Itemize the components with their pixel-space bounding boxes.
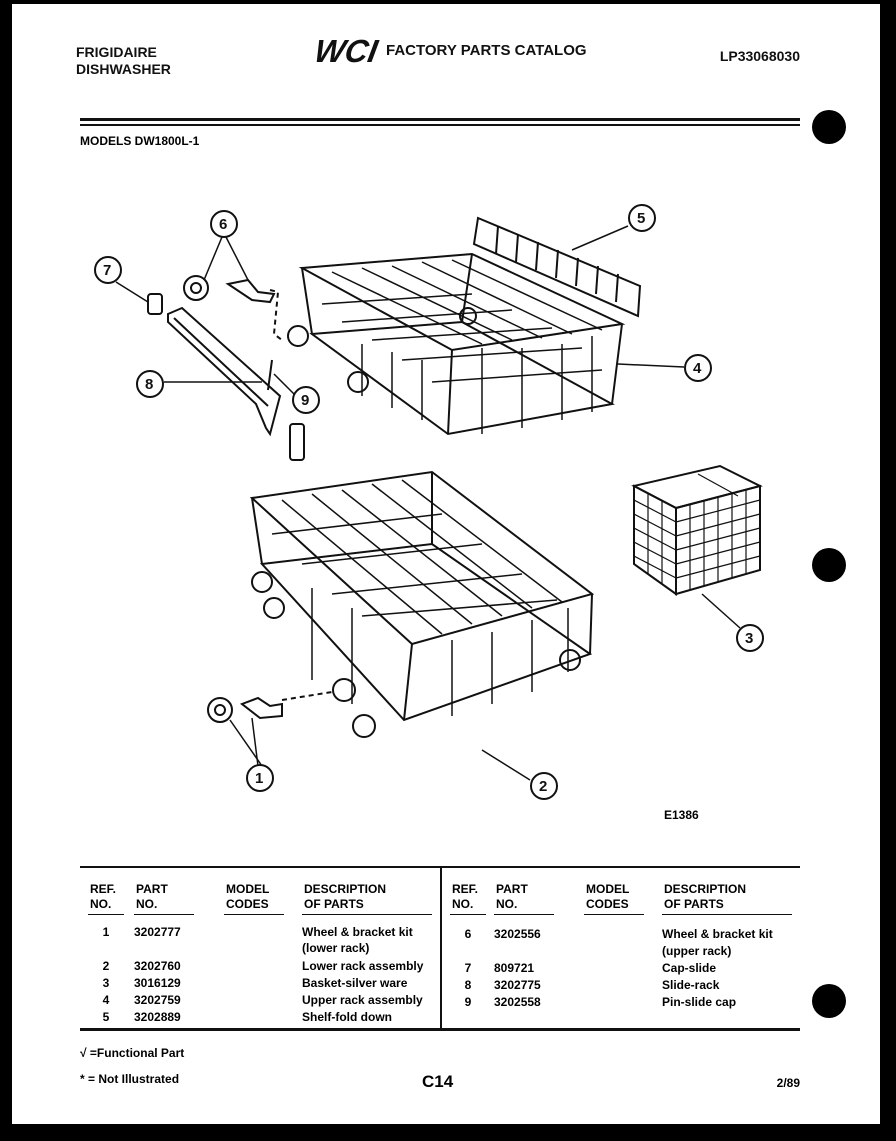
silverware-basket-drawing: [631, 464, 763, 596]
svg-text:7: 7: [103, 262, 111, 279]
header-underline: [302, 914, 432, 915]
svg-text:2: 2: [539, 778, 547, 795]
table-row: (upper rack): [662, 944, 732, 958]
column-divider: [440, 868, 442, 1028]
page-code: C14: [422, 1072, 454, 1091]
brand-block: FRIGIDAIRE DISHWASHER: [76, 44, 171, 78]
callout-3: 3: [736, 624, 764, 652]
binder-hole-bottom: [812, 984, 846, 1018]
callout-1: 1: [246, 764, 274, 792]
parts-diagram: 1 2 3 4 5 6 7 8 9: [94, 204, 764, 800]
lower-rack-drawing: [249, 470, 595, 738]
header-underline: [224, 914, 284, 915]
table-row: 1 3202777 Wheel & bracket kit: [102, 925, 413, 939]
callout-6: 6: [210, 210, 238, 238]
callout-8: 8: [136, 370, 164, 398]
svg-text:WCI: WCI: [316, 34, 380, 66]
upper-rack-drawing: [287, 252, 626, 436]
catalog-heading: WCI FACTORY PARTS CATALOG: [316, 34, 587, 66]
callout-7: 7: [94, 256, 122, 284]
binder-hole-middle: [812, 548, 846, 582]
table-row: 9 3202558 Pin-slide cap: [464, 995, 737, 1009]
svg-text:5: 5: [637, 210, 645, 227]
table-row: 4 3202759 Upper rack assembly: [102, 993, 423, 1007]
header-underline: [450, 914, 486, 915]
svg-text:8: 8: [145, 376, 153, 393]
svg-text:3: 3: [745, 630, 753, 647]
brand-name: FRIGIDAIRE: [76, 44, 157, 60]
upper-wheel-drawing: [183, 275, 283, 341]
table-row: 5 3202889 Shelf-fold down: [102, 1010, 392, 1024]
table-row: 6 3202556 Wheel & bracket kit: [464, 927, 773, 941]
wci-logo: WCI: [316, 34, 380, 66]
header-rule-thin: [80, 124, 800, 126]
svg-text:9: 9: [301, 392, 309, 409]
shelf-drawing: [472, 216, 642, 318]
not-illustrated-note: * = Not Illustrated: [80, 1072, 180, 1086]
lower-wheel-drawing: [207, 691, 333, 723]
svg-text:1: 1: [255, 770, 263, 787]
header-ref: REF.NO.: [90, 882, 117, 911]
header-underline: [494, 914, 554, 915]
header-underline: [134, 914, 194, 915]
catalog-code: LP33068030: [719, 48, 800, 64]
functional-part-note: √ =Functional Part: [80, 1046, 185, 1060]
slide-rack-drawing: [167, 306, 282, 437]
product-type: DISHWASHER: [76, 61, 171, 77]
header-ref: REF.NO.: [452, 882, 479, 911]
catalog-title: FACTORY PARTS CATALOG: [386, 41, 587, 59]
binder-hole-top: [812, 110, 846, 144]
header-rule: [80, 118, 800, 121]
pin-drawing: [267, 359, 305, 461]
figure-code: E1386: [664, 808, 699, 822]
models-label: MODELS DW1800L-1: [80, 134, 200, 148]
header-underline: [662, 914, 792, 915]
table-row: 7 809721 Cap-slide: [464, 961, 717, 975]
catalog-page: FRIGIDAIRE DISHWASHER WCI FACTORY PARTS …: [12, 4, 880, 1124]
svg-text:6: 6: [219, 216, 227, 233]
callout-4: 4: [684, 354, 712, 382]
callout-5: 5: [628, 204, 656, 232]
catalog-date: 2/89: [776, 1076, 800, 1090]
cap-slide-drawing: [147, 293, 163, 315]
callout-2: 2: [530, 772, 558, 800]
table-row: 3 3016129 Basket-silver ware: [102, 976, 408, 990]
header-underline: [584, 914, 644, 915]
svg-text:4: 4: [693, 360, 702, 377]
callout-9: 9: [292, 386, 320, 414]
leader-lines: [115, 225, 741, 781]
table-row: (lower rack): [302, 941, 370, 955]
table-row: 2 3202760 Lower rack assembly: [102, 959, 424, 973]
header-underline: [88, 914, 124, 915]
table-row: 8 3202775 Slide-rack: [464, 978, 720, 992]
